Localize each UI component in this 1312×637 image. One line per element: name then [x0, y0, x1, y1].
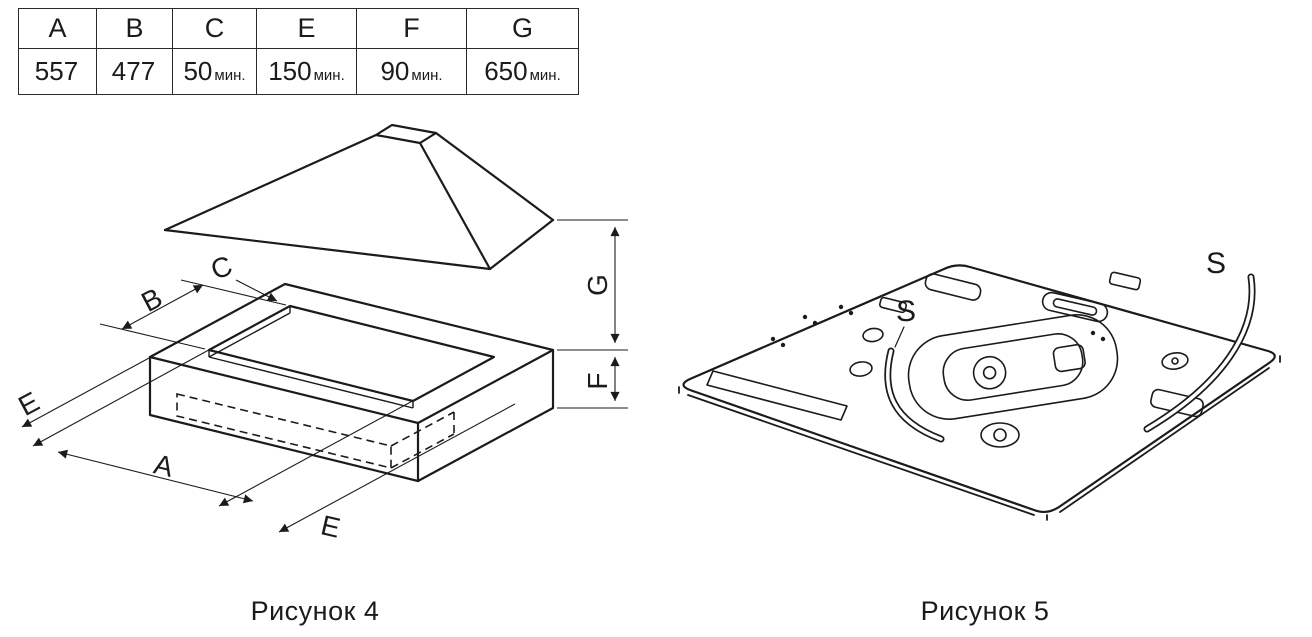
worktop-outline: [148, 282, 555, 483]
figure5-drawing: S S: [678, 247, 1281, 521]
top-slot: [1041, 291, 1109, 323]
top-bracket-3: [879, 296, 907, 314]
col-header-f: F: [356, 8, 467, 49]
col-header-a: A: [18, 8, 97, 49]
s-labels: S S: [896, 247, 1226, 328]
dim-label-e-bottom: E: [318, 509, 343, 543]
central-burner-assembly: [907, 314, 1119, 420]
hood-outline: [163, 123, 555, 271]
col-header-b: B: [96, 8, 173, 49]
burner-port-center: [993, 428, 1007, 442]
dim-label-f: F: [582, 372, 613, 389]
value-b: 477: [96, 48, 173, 95]
s-leader-line: [894, 326, 905, 348]
right-hose: [1143, 273, 1256, 433]
s-label-right: S: [1206, 247, 1226, 280]
dim-label-b: B: [136, 282, 167, 318]
top-bracket-1: [924, 273, 982, 301]
figure4-drawing: C B E A E G F: [13, 123, 628, 544]
burner-port: [980, 422, 1020, 448]
gas-hoses: [884, 273, 1256, 443]
left-bracket: [706, 370, 848, 421]
dimension-lines: [21, 219, 628, 533]
figure4-caption: Рисунок 4: [250, 596, 380, 626]
dim-label-e-left: E: [13, 386, 44, 422]
gas-port-2: [849, 361, 873, 377]
col-header-g: G: [466, 8, 579, 49]
right-port-center: [1171, 357, 1179, 365]
s-label-center: S: [896, 295, 916, 328]
hob-base-outline: [678, 264, 1281, 521]
screw-dots: [770, 304, 1106, 348]
value-a: 557: [18, 48, 97, 95]
hidden-appliance-outline: [176, 392, 455, 470]
top-bracket-2: [1108, 271, 1142, 291]
col-header-e: E: [256, 8, 357, 49]
cutout-inner-edges: [208, 306, 414, 409]
dim-label-g: G: [582, 274, 613, 296]
figure5-caption: Рисунок 5: [920, 596, 1050, 626]
dim-label-a: A: [151, 448, 176, 482]
gas-port-1: [862, 327, 884, 343]
col-header-c: C: [172, 8, 257, 49]
dim-label-c: C: [207, 250, 237, 286]
right-port: [1161, 352, 1189, 370]
table-header-row: A B C E F G: [18, 8, 579, 49]
hob-underside-components: [706, 271, 1204, 448]
